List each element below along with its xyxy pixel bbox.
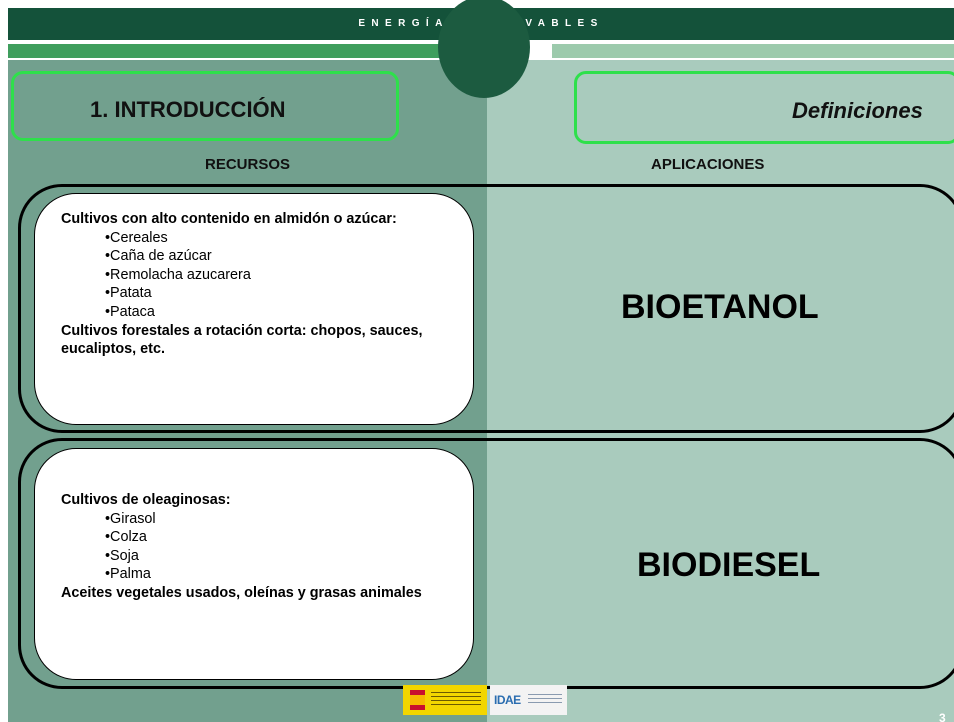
resources-footer: Aceites vegetales usados, oleínas y gras… — [61, 584, 422, 601]
idae-logo: IDAE — [490, 685, 567, 715]
page-number: 3 — [939, 711, 946, 722]
row-outline-bioetanol — [18, 184, 954, 433]
resources-text-biodiesel: Cultivos de oleaginosas: Girasol Colza S… — [61, 491, 471, 603]
list-item: Patata — [61, 284, 471, 303]
section-subtitle-box — [574, 71, 954, 144]
header-circle-decoration — [438, 0, 530, 98]
application-biodiesel: BIODIESEL — [637, 546, 821, 584]
right-panel-background — [487, 60, 954, 722]
resources-text-bioetanol: Cultivos con alto contenido en almidón o… — [61, 210, 471, 359]
section-title-box — [11, 71, 399, 141]
application-bioetanol: BIOETANOL — [621, 288, 819, 326]
resources-heading: Cultivos de oleaginosas: — [61, 492, 231, 508]
list-item: Caña de azúcar — [61, 247, 471, 266]
footer-logos: IDAE — [403, 685, 567, 715]
spanish-government-logo — [403, 685, 487, 715]
right-accent-band — [552, 44, 954, 58]
resources-footer: Cultivos forestales a rotación corta: ch… — [61, 322, 423, 358]
list-item: Colza — [61, 528, 471, 547]
list-item: Pataca — [61, 303, 471, 322]
list-item: Girasol — [61, 510, 471, 529]
list-item: Palma — [61, 565, 471, 584]
list-item: Remolacha azucarera — [61, 266, 471, 285]
left-accent-band — [8, 44, 452, 58]
column-header-aplicaciones: APLICACIONES — [651, 156, 765, 173]
list-item: Soja — [61, 547, 471, 566]
section-subtitle: Definiciones — [792, 98, 923, 123]
section-title: 1. INTRODUCCIÓN — [90, 97, 286, 122]
column-header-recursos: RECURSOS — [205, 156, 291, 173]
list-item: Cereales — [61, 229, 471, 248]
resources-heading: Cultivos con alto contenido en almidón o… — [61, 211, 397, 227]
